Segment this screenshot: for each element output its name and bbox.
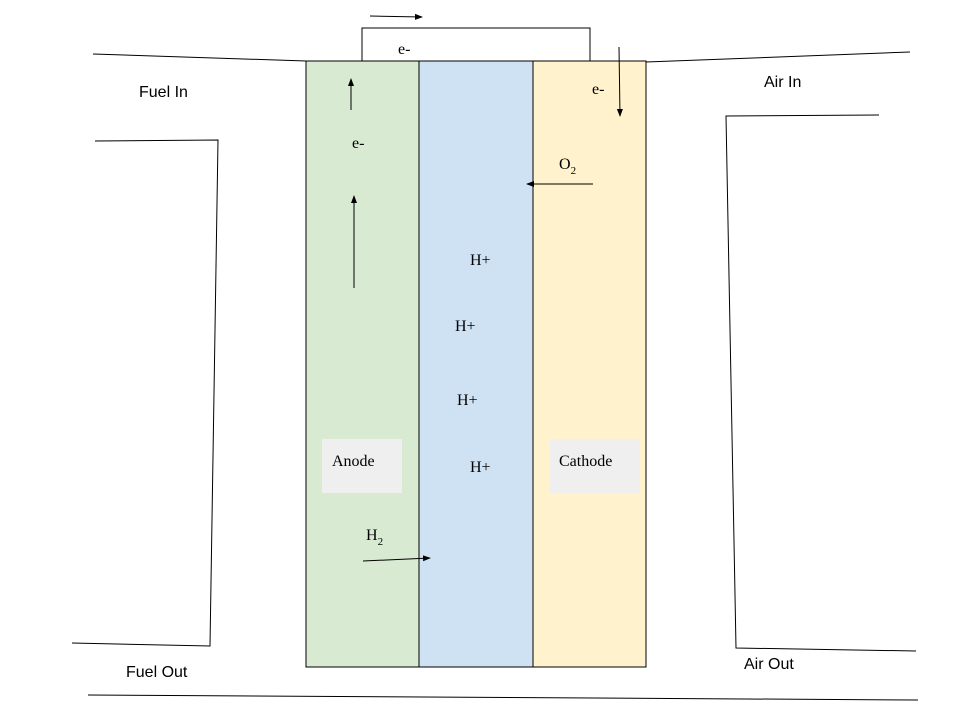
proton-label-2: H+: [455, 318, 476, 335]
air-out-label: Air Out: [744, 656, 794, 673]
anode-layer: [305, 60, 420, 668]
anode-label: Anode: [332, 453, 375, 470]
fuel-out-label: Fuel Out: [126, 664, 188, 681]
air-channel-top-line: [645, 51, 911, 63]
external-circuit-wire: [361, 27, 591, 61]
proton-label-4: H+: [470, 459, 491, 476]
fuel-channel-inner-wall: [71, 139, 219, 647]
electron-label-cathode: e-: [592, 81, 604, 98]
hydrogen-symbol: H: [366, 527, 378, 544]
proton-label-3: H+: [457, 392, 478, 409]
electrolyte-layer: [418, 60, 534, 668]
hydrogen-arrow: [362, 555, 431, 562]
proton-label-1: H+: [470, 252, 491, 269]
air-channel-inner-wall: [725, 114, 917, 652]
hydrogen-label: H2: [366, 527, 383, 548]
anode-label-box: [322, 439, 402, 493]
circuit-direction-arrow: [369, 13, 423, 20]
oxygen-label: O2: [559, 156, 576, 177]
fuel-channel-top-line: [92, 53, 307, 62]
cathode-layer: [532, 60, 647, 668]
electron-down-arrow-cathode: [616, 46, 623, 117]
oxygen-subscript: 2: [571, 165, 577, 177]
bottom-boundary-line: [87, 694, 919, 701]
electron-label-anode: e-: [352, 135, 364, 152]
air-in-label: Air In: [764, 74, 801, 91]
fuel-in-label: Fuel In: [139, 84, 188, 101]
electron-label-top: e-: [398, 41, 410, 58]
cathode-label-box: [550, 439, 640, 493]
oxygen-symbol: O: [559, 156, 571, 173]
hydrogen-subscript: 2: [378, 536, 384, 548]
cathode-label: Cathode: [559, 453, 612, 470]
